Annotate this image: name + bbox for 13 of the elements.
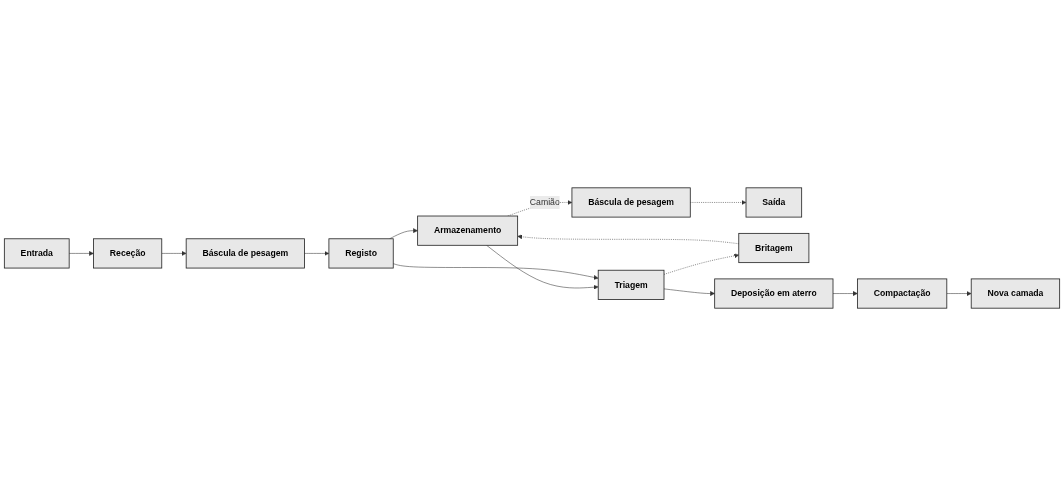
node-box: Báscula de pesagem: [185, 238, 305, 269]
node-box: Entrada: [3, 238, 70, 269]
node-box: Deposição em aterro: [714, 278, 834, 309]
node-box: Armazenamento: [417, 215, 519, 246]
node-box: Registo: [328, 238, 394, 269]
node-box: Nova camada: [970, 278, 1061, 309]
node-box: Britagem: [738, 232, 810, 264]
node-box: Triagem: [597, 269, 665, 300]
node-box: Saída: [745, 187, 803, 218]
node-box: Compactação: [857, 278, 948, 309]
node-box: Báscula de pesagem: [571, 187, 691, 218]
edge-label: Camião: [529, 197, 560, 207]
node-box: Receção: [93, 238, 163, 269]
